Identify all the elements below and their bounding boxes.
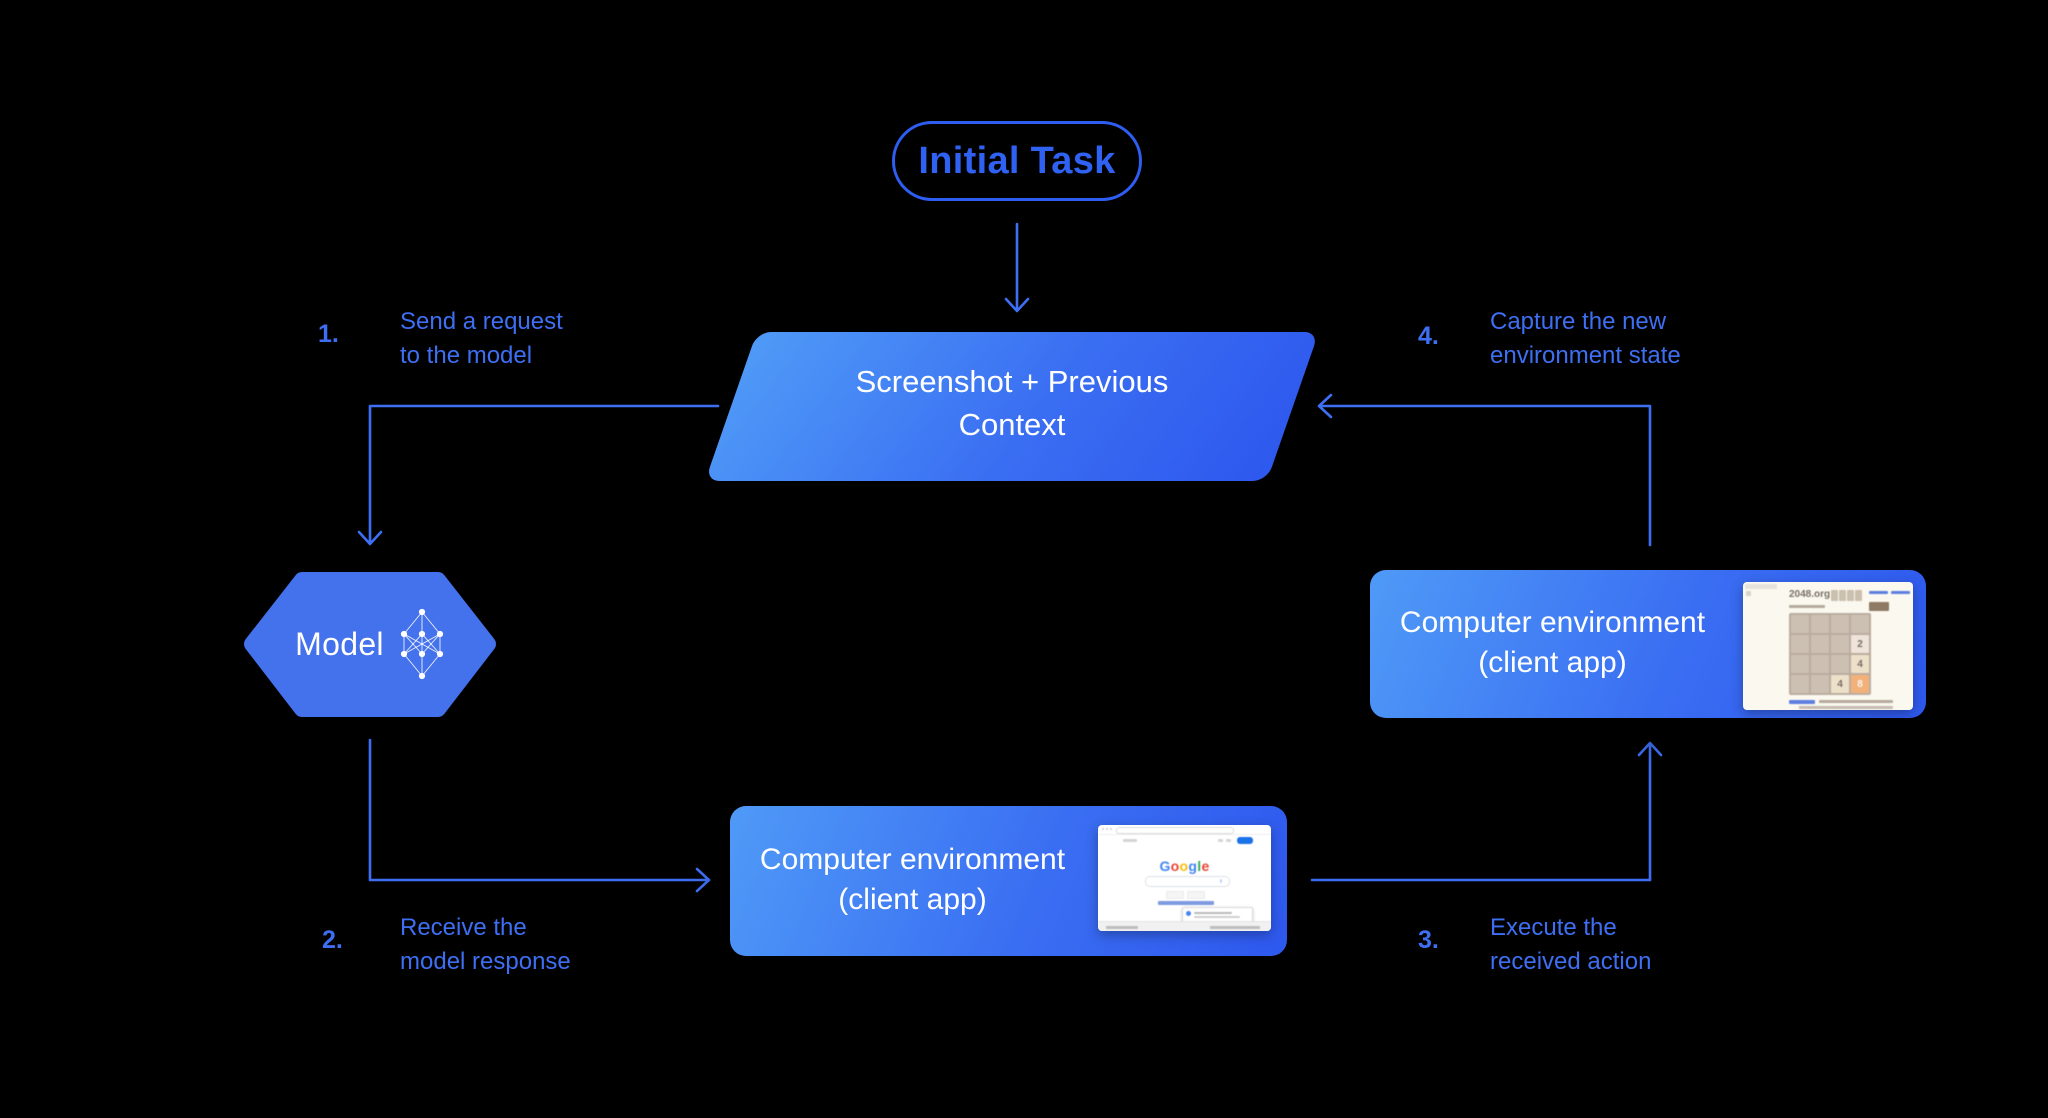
nav-link-hint [1869, 591, 1888, 594]
step-4-label: Capture the new environment state [1490, 308, 1681, 369]
language-links-hint [1158, 901, 1214, 905]
mini-screenshot-google-search: Google [1098, 825, 1271, 931]
mic-icon [1220, 879, 1222, 883]
dialog-text-hint [1194, 912, 1232, 914]
google-footer [1098, 921, 1271, 931]
grid-cell [1831, 655, 1849, 673]
mini-screenshot-2048: 2048.org [1743, 582, 1913, 710]
arrow-client-app-to-client-app [1310, 741, 1663, 882]
dialog-icon [1186, 911, 1191, 916]
window-control-dot [1110, 828, 1112, 830]
address-bar [1116, 827, 1234, 834]
step-1-label: Send a request to the model [400, 308, 563, 369]
nav-link-hint [1891, 591, 1910, 594]
step-3-number: 3. [1418, 926, 1439, 954]
footer-text-hint [1819, 700, 1893, 703]
footer-link-hint [1789, 700, 1815, 704]
grid-cell [1791, 615, 1809, 633]
neural-network-icon [400, 608, 443, 680]
initial-task-node: Initial Task [892, 121, 1142, 201]
step-2-number: 2. [322, 926, 343, 954]
grid-cell [1791, 655, 1809, 673]
grid-cell [1811, 675, 1829, 693]
google-search-button [1166, 891, 1184, 899]
tile-8: 8 [1851, 675, 1869, 693]
arrow-model-to-client-app [368, 738, 711, 893]
arrow-initial-task-to-context [1004, 222, 1030, 313]
search-input [1145, 876, 1230, 887]
model-label: Model [295, 625, 384, 662]
window-control-dot [1102, 828, 1104, 830]
new-game-button [1869, 602, 1889, 611]
arrow-context-to-model [357, 404, 720, 546]
arrow-client-app-to-context [1317, 393, 1652, 547]
browser-icon-hint [1746, 591, 1751, 596]
header-link-hint [1123, 839, 1137, 842]
computer-env-right-node: 2048.org [1370, 570, 1926, 718]
grid-cell [1791, 635, 1809, 653]
screenshot-context-label: Screenshot + Previous Context [855, 364, 1169, 442]
computer-env-bottom-label: Computer environment (client app) [759, 843, 1066, 916]
tile-4: 4 [1831, 675, 1849, 693]
score-box [1855, 590, 1862, 601]
browser-tab-hint [1745, 584, 1777, 589]
grid-cell [1831, 635, 1849, 653]
grid-cell [1831, 615, 1849, 633]
game-grid-2048: 2 4 4 8 [1789, 613, 1871, 695]
apps-grid-icon [1226, 839, 1231, 842]
computer-env-bottom-node: Google [730, 806, 1287, 956]
score-box [1831, 590, 1838, 601]
step-2-label: Receive the model response [400, 914, 571, 975]
step-4-number: 4. [1418, 322, 1439, 350]
footer-links-hint [1106, 926, 1138, 929]
dialog-text-hint [1194, 916, 1240, 918]
grid-cell [1811, 635, 1829, 653]
chrome-divider [1098, 834, 1271, 835]
footer-links-hint [1210, 926, 1260, 929]
tile-4: 4 [1851, 655, 1869, 673]
footer-text-hint [1799, 706, 1893, 709]
site-title: 2048.org [1789, 589, 1831, 600]
google-logo: Google [1159, 858, 1210, 874]
computer-env-right-label: Computer environment (client app) [1399, 606, 1706, 679]
step-3-label: Execute the received action [1490, 914, 1652, 975]
model-node: Model [252, 586, 488, 702]
grid-cell [1811, 615, 1829, 633]
grid-cell [1791, 675, 1809, 693]
subtitle-hint [1789, 605, 1825, 608]
grid-cell [1811, 655, 1829, 673]
initial-task-label: Initial Task [918, 139, 1116, 182]
window-control-dot [1106, 828, 1108, 830]
header-link-hint [1218, 839, 1223, 842]
score-box [1839, 590, 1846, 601]
grid-cell [1851, 615, 1869, 633]
feeling-lucky-button [1187, 891, 1205, 899]
score-box [1847, 590, 1854, 601]
sign-in-button [1237, 837, 1253, 844]
step-1-number: 1. [318, 320, 339, 348]
tile-2: 2 [1851, 635, 1869, 653]
model-hexagon [244, 572, 496, 717]
